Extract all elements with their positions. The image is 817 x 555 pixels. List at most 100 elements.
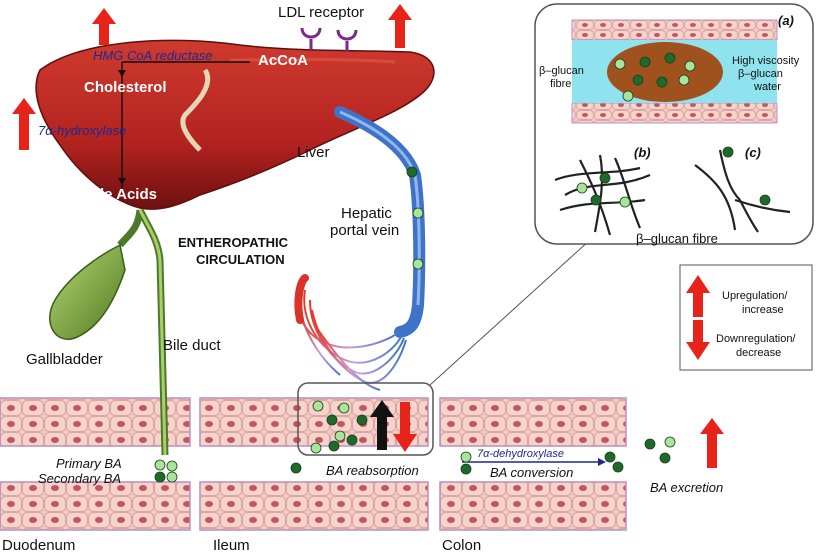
- ileum-callout-box: [297, 382, 434, 456]
- secondary-bile-acid-dot: [328, 440, 340, 452]
- bile-duct-inner: [138, 209, 167, 456]
- secondary-bile-acid-dot: [599, 172, 611, 184]
- primary-bile-acid-dot: [312, 400, 324, 412]
- arrow-up-hmg: [92, 8, 116, 45]
- duodenum-tissue: [0, 397, 191, 531]
- panel-b-fibres: [554, 154, 651, 236]
- primary-bile-acid-dot: [619, 196, 631, 208]
- panel-fibre-left-1: β–glucan: [539, 65, 584, 77]
- liver-shape: [35, 39, 435, 210]
- primary-bile-acid-dot: [166, 460, 178, 472]
- primary-bile-acid-dot: [166, 471, 178, 483]
- secondary-bile-acid-dot: [659, 452, 671, 464]
- primary-bile-acid-dot: [684, 60, 696, 72]
- secondary-bile-acid-dot: [460, 463, 472, 475]
- panel-viscosity-3: water: [754, 81, 781, 93]
- panel-a-label: (a): [778, 13, 794, 28]
- hydroxylase-label: 7α-hydroxylase: [38, 123, 127, 138]
- circulation-label-2: CIRCULATION: [196, 252, 285, 267]
- panel-fibre-left-2: fibre: [550, 78, 572, 90]
- panel-fibre-bottom: β–glucan fibre: [636, 231, 718, 246]
- primary-bile-acid-dot: [338, 402, 350, 414]
- secondary-ba-label: Secondary BA: [38, 471, 122, 486]
- panel-c-fibres: [694, 149, 791, 233]
- secondary-bile-acid-dot: [759, 194, 771, 206]
- legend-up-label-2: increase: [742, 304, 784, 316]
- downregulation-arrows: [393, 320, 710, 452]
- panel-viscosity-2: β–glucan: [738, 68, 783, 80]
- secondary-bile-acid-dot: [154, 471, 166, 483]
- primary-bile-acid-dot: [412, 207, 424, 219]
- secondary-bile-acid-dot: [639, 56, 651, 68]
- primary-bile-acid-dot: [334, 430, 346, 442]
- primary-bile-acid-dot: [460, 451, 472, 463]
- upregulation-arrows: [12, 4, 724, 468]
- arrow-up-ileum-black: [370, 400, 394, 450]
- secondary-bile-acid-dot: [356, 414, 368, 426]
- bile-acids-label: Bile Acids: [85, 186, 157, 203]
- secondary-bile-acid-dot: [590, 194, 602, 206]
- secondary-bile-acid-dot: [290, 462, 302, 474]
- panel-c-label: (c): [745, 145, 761, 160]
- panel-viscosity-1: High viscosity: [732, 55, 800, 67]
- legend-arrow-up: [686, 275, 710, 317]
- secondary-bile-acid-dot: [644, 438, 656, 450]
- callout-connector: [429, 239, 591, 386]
- colon-tissue: [439, 397, 627, 531]
- secondary-bile-acid-dot: [632, 74, 644, 86]
- portal-vein-label-1: Hepatic: [341, 205, 392, 222]
- gallbladder-label: Gallbladder: [26, 351, 103, 368]
- legend-arrow-down: [686, 320, 710, 360]
- primary-bile-acid-dot: [622, 90, 634, 102]
- arrow-down-reabsorption: [393, 402, 417, 452]
- bile-duct-label: Bile duct: [163, 337, 221, 354]
- primary-bile-acid-dot: [576, 182, 588, 194]
- primary-bile-acid-dot: [310, 442, 322, 454]
- secondary-bile-acid-dot: [612, 461, 624, 473]
- ldl-receptor-icon: [300, 27, 358, 52]
- hmg-coa-reductase-label: HMG CoA reductase: [93, 48, 213, 63]
- legend-down-label-1: Downregulation/: [716, 333, 796, 345]
- arrow-up-hydroxylase: [12, 98, 36, 150]
- primary-bile-acid-dot: [412, 258, 424, 270]
- primary-bile-acid-dot: [154, 459, 166, 471]
- legend-up-label-1: Upregulation/: [722, 290, 788, 302]
- ileum-tissue: [199, 397, 429, 531]
- colon-label: Colon: [442, 537, 482, 554]
- secondary-bile-acid-dot: [326, 414, 338, 426]
- ba-reabsorption-label: BA reabsorption: [326, 463, 419, 478]
- primary-ba-label: Primary BA: [56, 456, 122, 471]
- secondary-bile-acid-dot: [722, 146, 734, 158]
- primary-bile-acid-dot: [614, 58, 626, 70]
- portal-vein-label-2: portal vein: [330, 222, 400, 239]
- secondary-bile-acid-dot: [664, 52, 676, 64]
- secondary-bile-acid-dot: [406, 166, 418, 178]
- ba-conversion-label: BA conversion: [490, 465, 574, 480]
- secondary-bile-acid-dot: [346, 434, 358, 446]
- duodenum-label: Duodenum: [2, 537, 76, 554]
- ileum-label: Ileum: [213, 537, 250, 554]
- dehydroxylase-label: 7α-dehydroxylase: [477, 448, 564, 460]
- ba-excretion-label: BA excretion: [650, 480, 724, 495]
- liver-highlight: [229, 58, 396, 64]
- liver-lobe-fissure: [180, 68, 210, 152]
- accoa-label: AcCoA: [258, 52, 309, 69]
- pathway-arrowhead-1: [118, 70, 126, 77]
- primary-bile-acid-dot: [678, 74, 690, 86]
- panel-b-label: (b): [634, 145, 651, 160]
- primary-bile-acid-dot: [664, 436, 676, 448]
- arrow-up-excretion: [700, 418, 724, 468]
- arrow-up-ldl: [388, 4, 412, 48]
- legend-down-label-2: decrease: [736, 347, 782, 359]
- pathway-arrowhead-2: [118, 178, 126, 185]
- cholesterol-label: Cholesterol: [84, 79, 167, 96]
- artery-stub: [294, 274, 309, 324]
- panel-a-intestine: [571, 19, 778, 124]
- secondary-bile-acid-dot: [604, 451, 616, 463]
- ldl-receptor-label: LDL receptor: [278, 4, 365, 21]
- gallbladder-shape: [49, 243, 126, 341]
- liver-label: Liver: [297, 144, 330, 161]
- circulation-label-1: ENTHEROPATHIC: [178, 235, 289, 250]
